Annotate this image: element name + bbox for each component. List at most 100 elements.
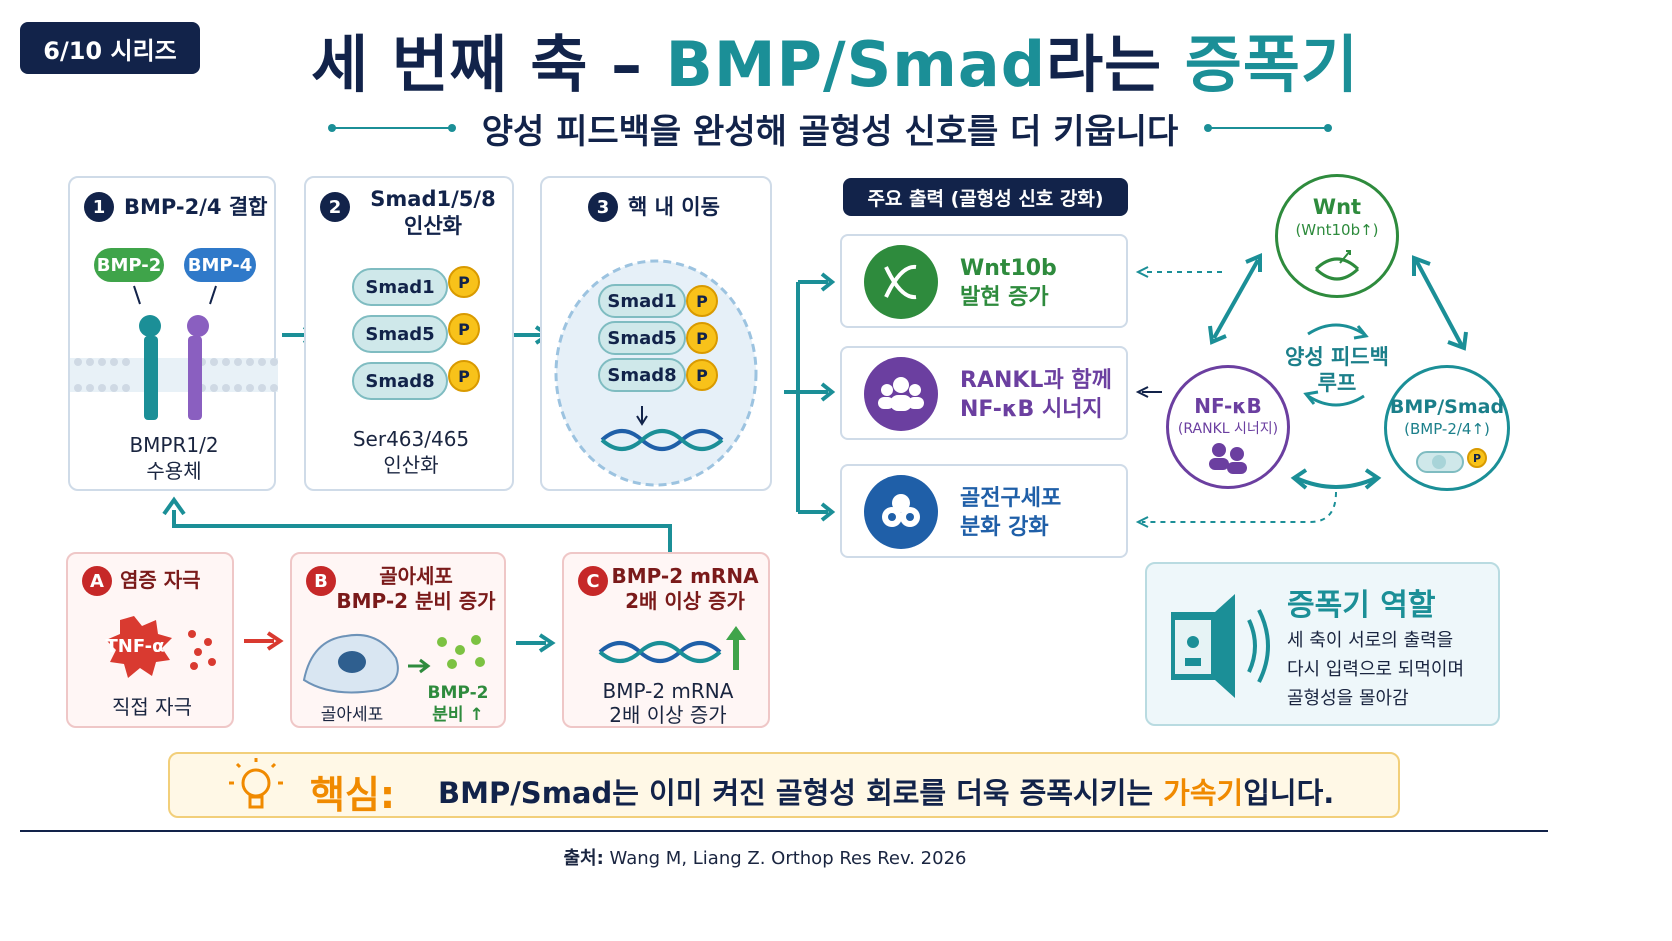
speaker-icon (1171, 594, 1270, 698)
loop-connectors (1135, 266, 1337, 528)
outputs-header: 주요 출력 (골형성 신호 강화) (843, 178, 1128, 216)
card-c-title-1: BMP-2 mRNA (611, 564, 759, 588)
page-title: 세 번째 축 – BMP/Smad라는 증폭기 (260, 14, 1410, 104)
footer-divider (20, 830, 1548, 832)
phospho-icon: P (448, 266, 480, 298)
phospho-icon: P (686, 285, 718, 317)
subtitle-row: 양성 피드백을 완성해 골형성 신호를 더 키웁니다 (280, 108, 1380, 152)
card-a-title: 염증 자극 (120, 568, 201, 592)
osteoblast-icon (302, 634, 485, 694)
feedback-arrow (162, 496, 672, 552)
dna-icon (1314, 250, 1360, 281)
subtitle-line-right (1204, 124, 1333, 132)
people-icon (864, 357, 938, 431)
arrow-b-c (516, 633, 556, 653)
cells-icon (864, 475, 938, 549)
subtitle-line-left (327, 124, 456, 132)
step1-number: 1 (84, 192, 114, 222)
step2-title-2: 인산화 (404, 214, 462, 238)
key-label: 핵심: (310, 773, 396, 817)
amplifier-title: 증폭기 역할 (1287, 588, 1436, 623)
tnf-burst-icon (106, 616, 216, 678)
card-b-title-2: BMP-2 분비 증가 (336, 589, 496, 613)
step1-caption-1: BMPR1/2 (129, 433, 219, 457)
step2-caption-1: Ser463/465 (352, 427, 470, 451)
dna-icon (864, 245, 938, 319)
series-badge: 6/10 시리즈 (20, 22, 200, 74)
smad5-pill: Smad5 (352, 315, 448, 353)
card-a-caption: 직접 자극 (112, 695, 192, 719)
loop-label-2: 루프 (1317, 371, 1357, 395)
phospho-icon: P (448, 360, 480, 392)
letter-c: C (578, 566, 608, 596)
letter-a: A (82, 566, 112, 596)
step2-number: 2 (320, 192, 350, 222)
ligand-bmp4: BMP-4 (184, 248, 256, 282)
ligand-bmp2: BMP-2 (94, 248, 164, 282)
nfkb-sub: (RANKL 시너지) (1177, 421, 1279, 437)
loop-arrows (1208, 252, 1468, 490)
step1-caption-2: 수용체 (146, 459, 202, 483)
step3-title: 핵 내 이동 (628, 195, 720, 219)
mrna-increase-icon (598, 626, 746, 670)
card-c-caption-2: 2배 이상 증가 (609, 703, 727, 727)
key-highlight: 가속기 (1163, 776, 1244, 810)
key-text: BMP/Smad는 이미 켜진 골형성 회로를 더욱 증폭시키는 가속기입니다. (438, 776, 1335, 810)
step1-card: 1 BMP-2/4 결합 BMP-2 BMP-4 BMPR1/2 수용체 (68, 176, 278, 491)
loop-node-nfkb: NF-κB (RANKL 시너지) (1166, 365, 1290, 489)
people-icon (1209, 443, 1247, 474)
card-a-inflammation: A 염증 자극 TNF-α 직접 자극 (66, 552, 234, 728)
smad8-pill: Smad8 (598, 358, 686, 392)
title-part4: 증폭기 (1184, 28, 1359, 101)
loop-label-1: 양성 피드백 (1285, 345, 1389, 369)
step2-caption-2: 인산화 (383, 453, 439, 477)
loop-node-bmp: BMP/Smad (BMP-2/4↑) P (1384, 365, 1510, 491)
letter-b: B (306, 566, 336, 596)
step3-card: 3 핵 내 이동 Smad1 P Smad5 P Smad8 P (540, 176, 772, 491)
step2-card: 2 Smad1/5/8 인산화 Smad1 P Smad5 P Smad8 P … (304, 176, 514, 491)
smad5-pill: Smad5 (598, 321, 686, 355)
card-c-caption-1: BMP-2 mRNA (602, 679, 734, 703)
osteoblast-label: 골아세포 (320, 705, 384, 725)
step2-title-1: Smad1/5/8 (370, 187, 496, 211)
card-c-mrna: C BMP-2 mRNA 2배 이상 증가 BMP-2 mRNA 2배 이상 증… (562, 552, 770, 728)
lightbulb-icon (229, 758, 283, 809)
title-part2: BMP/Smad (665, 28, 1047, 101)
receptor-illustration (70, 285, 278, 420)
wnt-title: Wnt (1312, 195, 1362, 219)
nfkb-title: NF-κB (1194, 394, 1262, 418)
phospho-icon: P (448, 313, 480, 345)
card-c-title-2: 2배 이상 증가 (625, 589, 745, 613)
arrow-a-b (244, 631, 284, 651)
smad1-pill: Smad1 (598, 284, 686, 318)
bmp-title: BMP/Smad (1389, 396, 1505, 418)
source-citation: 출처: Wang M, Liang Z. Orthop Res Rev. 202… (563, 848, 967, 869)
branch-arrows (784, 272, 836, 522)
phospho-icon: P (1467, 448, 1487, 468)
key-message-box: 핵심: BMP/Smad는 이미 켜진 골형성 회로를 더욱 증폭시키는 가속기… (168, 752, 1400, 818)
phospho-icon: P (686, 322, 718, 354)
tnf-label: TNF-α (105, 636, 165, 657)
smad-icon (1416, 451, 1464, 473)
step1-title: BMP-2/4 결합 (124, 195, 268, 219)
subtitle: 양성 피드백을 완성해 골형성 신호를 더 키웁니다 (481, 111, 1179, 152)
title-part3: 라는 (1046, 28, 1185, 101)
card-b-title-1: 골아세포 (379, 564, 453, 588)
loop-node-wnt: Wnt (Wnt10b↑) (1275, 174, 1399, 298)
phospho-icon: P (686, 359, 718, 391)
step3-number: 3 (588, 192, 618, 222)
smad8-pill: Smad8 (352, 362, 448, 400)
smad1-pill: Smad1 (352, 268, 448, 306)
wnt-sub: (Wnt10b↑) (1295, 221, 1379, 239)
bmp-sub: (BMP-2/4↑) (1404, 420, 1490, 438)
